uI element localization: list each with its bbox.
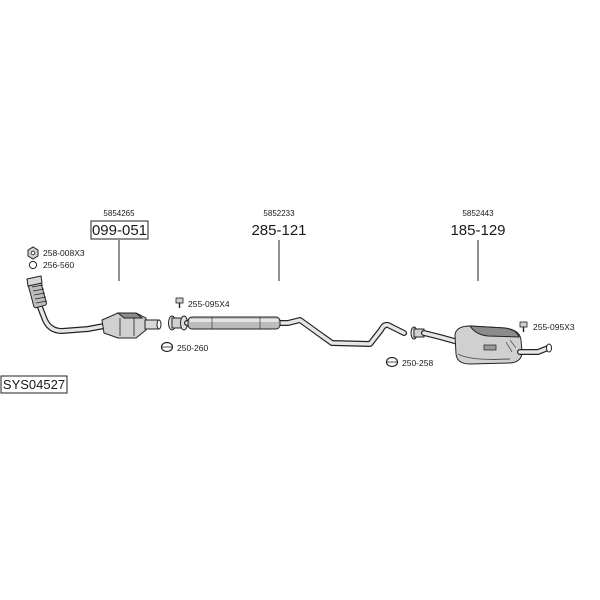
- part-ref-5854265: 5854265: [103, 209, 135, 218]
- system-code-box: [0, 375, 68, 394]
- system-code-label: SYS04527: [3, 377, 65, 392]
- part-ref-5852233: 5852233: [263, 209, 295, 218]
- rear-muffler-icon: [454, 325, 523, 365]
- accessory-label-250-260[interactable]: 250-260: [177, 343, 208, 353]
- middle-pipe: [184, 317, 407, 347]
- front-pipe: [26, 275, 107, 334]
- middle-pipe-flange-icon: [168, 315, 188, 331]
- middle-pipe-assembly: 5852233 285-121 255-095X4 250-260: [160, 209, 407, 353]
- middle-resonator-icon: [187, 316, 281, 330]
- bolt-icon: [175, 297, 184, 308]
- catalytic-converter-assembly: 5854265 099-051 258-008X3 256-560: [26, 209, 162, 339]
- tail-pipe: [517, 343, 552, 355]
- front-flange-icon: [26, 275, 43, 287]
- part-number-185-129[interactable]: 185-129: [450, 222, 505, 239]
- part-number-099-051[interactable]: 099-051: [92, 222, 147, 239]
- rear-muffler-assembly: 5852443 185-129 250-258 255-095X3: [385, 209, 575, 368]
- part-number-box: [90, 220, 149, 240]
- accessory-label-255-095X3[interactable]: 255-095X3: [533, 322, 575, 332]
- accessory-label-255-095X4[interactable]: 255-095X4: [188, 299, 230, 309]
- catalytic-converter-icon: [101, 312, 162, 339]
- bolt-icon: [519, 321, 528, 332]
- clamp-icon: [160, 341, 174, 353]
- accessory-label-250-258[interactable]: 250-258: [402, 358, 433, 368]
- accessory-label-258-008X3[interactable]: 258-008X3: [43, 248, 85, 258]
- flex-coupling-icon: [28, 281, 48, 309]
- part-ref-5852443: 5852443: [462, 209, 494, 218]
- clamp-icon: [385, 356, 399, 368]
- tail-pipe-end-icon: [546, 343, 552, 353]
- rear-inlet-pipe: [421, 330, 461, 345]
- part-number-285-121[interactable]: 285-121: [251, 222, 306, 239]
- accessory-label-256-560[interactable]: 256-560: [43, 260, 74, 270]
- gasket-ring-icon: [28, 260, 38, 270]
- nut-icon: [27, 246, 39, 260]
- system-code: SYS04527: [0, 375, 68, 394]
